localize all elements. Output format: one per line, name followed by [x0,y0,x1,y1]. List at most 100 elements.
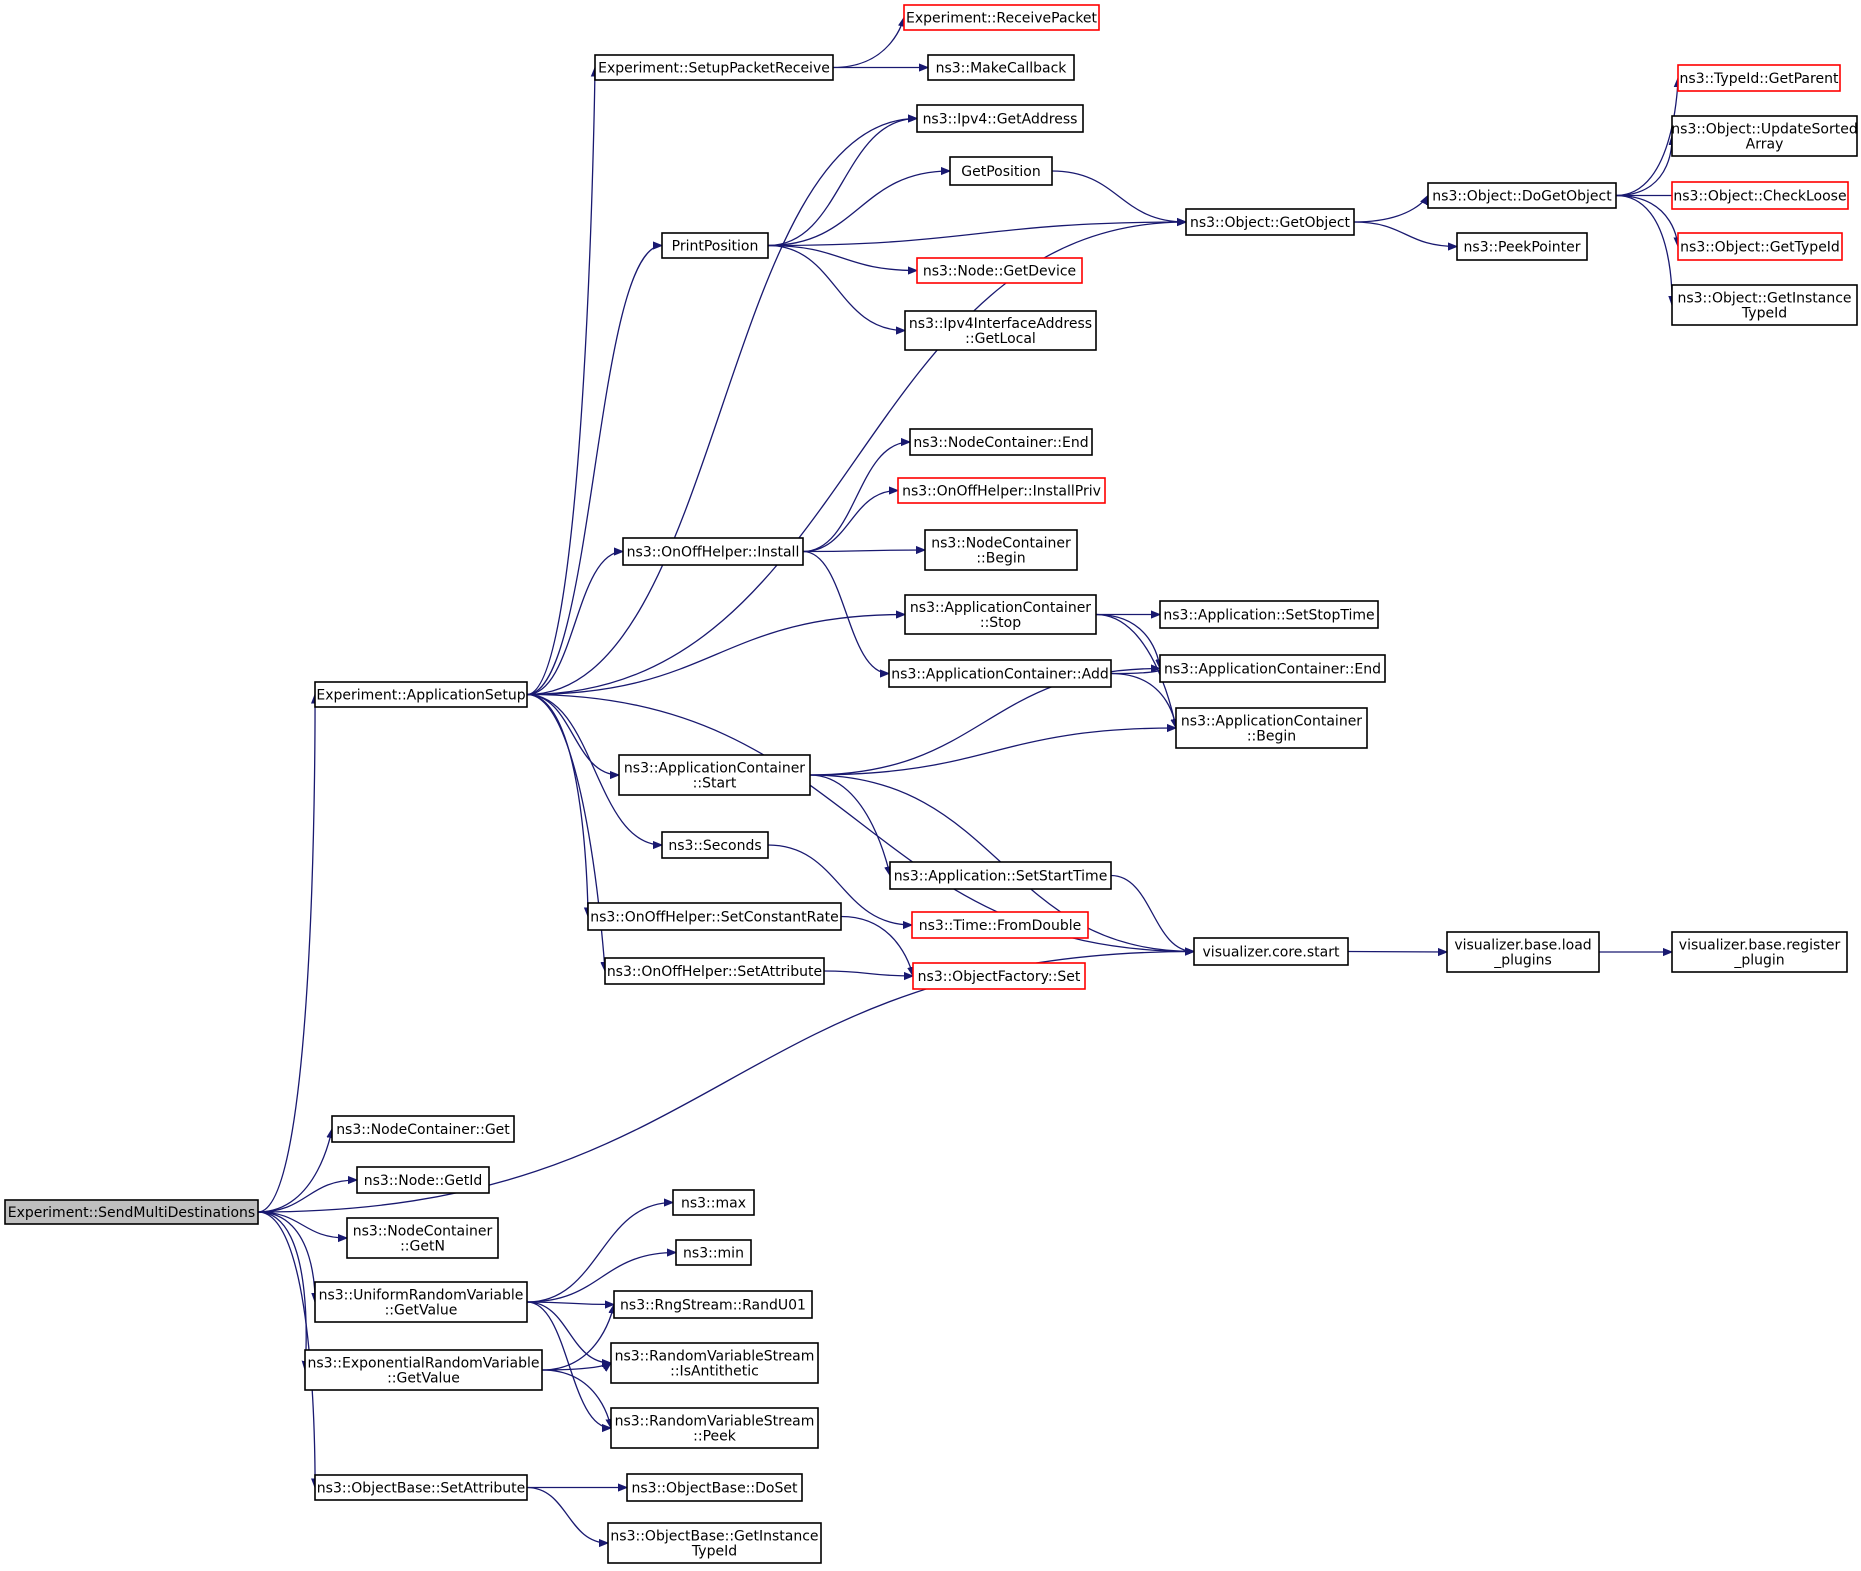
node-label-line: visualizer.base.load [1454,938,1591,954]
edge-path [802,442,910,553]
node-box [912,962,1086,990]
node-label: ns3::ApplicationContainer::Start [624,761,805,792]
node-node-getid[interactable]: ns3::Node::GetId [356,1166,490,1194]
node-setup-recv[interactable]: Experiment::SetupPacketReceive [594,54,834,81]
node-label-line: TypeId [1741,306,1787,322]
edge-path [1615,136,1672,197]
node-node-getdev[interactable]: ns3::Node::GetDevice [916,257,1083,284]
node-peek-pointer[interactable]: ns3::PeekPointer [1456,232,1588,261]
node-rng-randu01[interactable]: ns3::RngStream::RandU01 [613,1290,813,1319]
node-label-line: ::Peek [693,1429,737,1445]
node-rvs-isanti[interactable]: ns3::RandomVariableStream::IsAntithetic [610,1342,819,1384]
edge-path [526,1486,608,1544]
edge-send-multi-to-node-getid [257,1180,357,1213]
node-ac-start[interactable]: ns3::ApplicationContainer::Start [618,754,811,796]
edge-send-multi-to-app-setup [257,695,315,1213]
node-nc-getn[interactable]: ns3::NodeContainer::GetN [346,1217,499,1259]
edge-onoff-install-to-nc-begin [802,550,925,552]
node-time-fromdouble[interactable]: ns3::Time::FromDouble [911,911,1089,939]
node-rvs-peek[interactable]: ns3::RandomVariableStream::Peek [610,1407,819,1449]
node-onoff-installpriv[interactable]: ns3::OnOffHelper::InstallPriv [897,477,1106,504]
node-onoff-setrate[interactable]: ns3::OnOffHelper::SetConstantRate [587,902,842,931]
node-label: ns3::ObjectFactory::Set [918,969,1081,985]
node-onoff-setattr[interactable]: ns3::OnOffHelper::SetAttribute [604,957,825,985]
node-vis-register[interactable]: visualizer.base.register_plugin [1671,931,1848,973]
node-label: ns3::OnOffHelper::InstallPriv [902,484,1101,500]
node-app-setstarttime[interactable]: ns3::Application::SetStartTime [889,861,1112,890]
node-nc-begin[interactable]: ns3::NodeContainer::Begin [924,529,1078,571]
edge-send-multi-to-nc-get [257,1129,332,1213]
edge-path [257,1211,347,1238]
node-box [916,104,1084,133]
node-objfactory-set[interactable]: ns3::ObjectFactory::Set [912,962,1086,990]
node-vis-start[interactable]: visualizer.core.start [1193,937,1349,966]
node-ns3-max[interactable]: ns3::max [672,1189,755,1216]
node-box [888,659,1112,688]
node-label-line: ns3::Object::GetInstance [1677,291,1851,307]
node-make-cb[interactable]: ns3::MakeCallback [927,54,1075,81]
node-box [903,4,1100,31]
node-send-multi[interactable]: Experiment::SendMultiDestinations [4,1199,259,1225]
edge-vis-start-to-vis-loadplugins [1347,952,1447,953]
node-get-pos[interactable]: GetPosition [949,156,1053,186]
node-label-line: Array [1746,137,1784,153]
node-label-line: ns3::ApplicationContainer::End [1164,662,1381,678]
edge-path [526,552,623,696]
node-ac-begin[interactable]: ns3::ApplicationContainer::Begin [1175,707,1368,749]
node-onoff-install[interactable]: ns3::OnOffHelper::Install [622,537,804,566]
node-print-pos[interactable]: PrintPosition [661,232,769,259]
node-box [610,1342,819,1384]
node-label: ns3::ApplicationContainer::End [1164,662,1381,678]
node-label: ns3::max [681,1196,746,1212]
node-box [618,754,811,796]
node-label: ns3::NodeContainer::Begin [931,536,1071,567]
node-ipv4-getaddr[interactable]: ns3::Ipv4::GetAddress [916,104,1084,133]
node-ipv4if-getlocal[interactable]: ns3::Ipv4InterfaceAddress::GetLocal [904,310,1097,351]
node-label-line: ns3::ApplicationContainer [910,600,1091,616]
node-seconds[interactable]: ns3::Seconds [661,831,769,859]
node-obj-dogetobject[interactable]: ns3::Object::DoGetObject [1427,182,1617,209]
node-label: ns3::Node::GetId [364,1173,482,1189]
node-obj-gettypeid[interactable]: ns3::Object::GetTypeId [1677,232,1843,261]
edge-path [526,1203,673,1303]
node-ac-end[interactable]: ns3::ApplicationContainer::End [1159,654,1386,683]
node-label-line: ns3::NodeContainer::End [913,435,1088,451]
node-typeid-getparent[interactable]: ns3::TypeId::GetParent [1677,64,1841,92]
node-obj-getobject[interactable]: ns3::Object::GetObject [1185,208,1355,236]
node-obj-checkloose[interactable]: ns3::Object::CheckLoose [1671,181,1849,210]
node-label-line: ::Begin [1247,729,1296,745]
node-ns3-min[interactable]: ns3::min [675,1239,752,1266]
node-erv-getvalue[interactable]: ns3::ExponentialRandomVariable::GetValue [304,1349,543,1391]
edge-path [526,1302,614,1305]
node-box [904,310,1097,351]
edge-path [541,1369,611,1428]
edge-path [767,844,912,925]
edge-urv-getvalue-to-ns3-max [526,1203,673,1303]
edge-ob-setattr-to-ob-getinsttypeid [526,1486,608,1544]
node-label-line: ns3::Object::GetTypeId [1680,240,1840,256]
node-label-line: Experiment::SendMultiDestinations [8,1205,255,1221]
node-nc-end[interactable]: ns3::NodeContainer::End [909,428,1093,456]
node-vis-loadplugins[interactable]: visualizer.base.load_plugins [1446,931,1600,973]
node-label-line: Experiment::ReceivePacket [906,11,1097,27]
node-nc-get[interactable]: ns3::NodeContainer::Get [331,1115,515,1143]
node-ac-stop[interactable]: ns3::ApplicationContainer::Stop [904,594,1097,635]
node-label: ns3::ApplicationContainer::Add [891,667,1108,683]
node-label: ns3::NodeContainer::End [913,435,1088,451]
node-label-line: ns3::Ipv4InterfaceAddress [909,316,1092,332]
node-urv-getvalue[interactable]: ns3::UniformRandomVariable::GetValue [314,1281,528,1323]
node-label-line: ns3::ObjectBase::DoSet [632,1481,798,1497]
node-box [661,232,769,259]
edge-path [1615,194,1678,247]
node-ob-doset[interactable]: ns3::ObjectBase::DoSet [626,1473,803,1502]
node-app-setup[interactable]: Experiment::ApplicationSetup [314,681,528,708]
node-ac-add[interactable]: ns3::ApplicationContainer::Add [888,659,1112,688]
node-recv-packet[interactable]: Experiment::ReceivePacket [903,4,1100,31]
node-ob-setattr[interactable]: ns3::ObjectBase::SetAttribute [314,1474,528,1501]
node-app-setstoptime[interactable]: ns3::Application::SetStopTime [1159,600,1379,629]
node-box [314,1474,528,1501]
